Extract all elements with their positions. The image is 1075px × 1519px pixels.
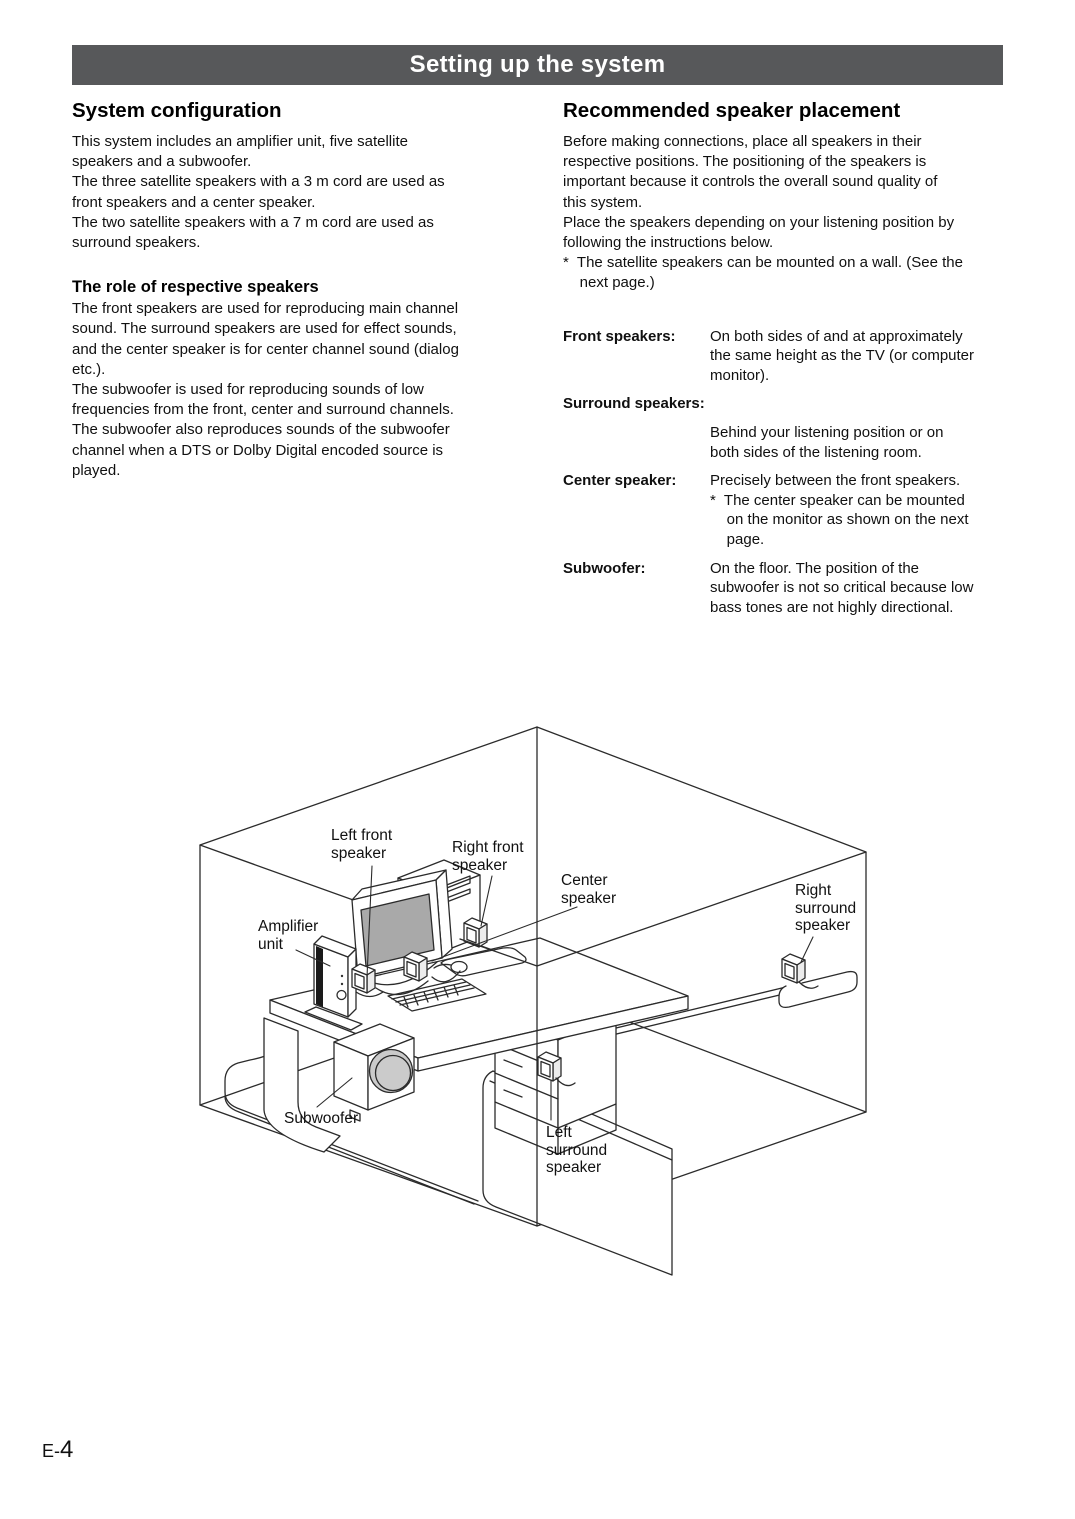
spacer-cell <box>563 423 710 462</box>
right-front-speaker <box>463 917 488 948</box>
section-title: Setting up the system <box>409 51 666 78</box>
mouse <box>451 962 467 973</box>
label-right-front-speaker: Right front speaker <box>452 839 524 874</box>
subwoofer <box>334 1024 414 1121</box>
right-surround-cord-hook <box>799 982 818 988</box>
left-surround-cord-hook <box>556 1078 575 1086</box>
keyboard <box>388 979 486 1011</box>
center-speaker <box>403 951 428 982</box>
label-leader-lines <box>296 866 813 1120</box>
room-near-edges <box>460 727 866 1226</box>
label-subwoofer: Subwoofer: <box>563 559 646 577</box>
speaker-placement-text: Before making connections, place all spe… <box>563 133 963 292</box>
room-isometric-drawing <box>0 690 1075 1370</box>
heading-system-configuration: System configuration <box>72 99 282 122</box>
left-column: System configuration This system include… <box>72 99 534 481</box>
label-right-surround-speaker: Right surround speaker <box>795 882 857 934</box>
label-center-speaker: Center speaker <box>561 872 617 907</box>
monitor-screen <box>361 894 434 966</box>
page-number: E-4 <box>42 1436 73 1464</box>
text-front-speakers: On both sides of and at approximately th… <box>710 327 975 384</box>
text-center-speaker: Precisely between the front speakers. * … <box>710 472 969 548</box>
left-front-speaker <box>351 963 376 994</box>
right-column: Recommended speaker placement Before mak… <box>563 99 1011 617</box>
right-surround-speaker <box>781 953 806 984</box>
speaker-placement-diagram <box>0 690 1075 1370</box>
section-title-bar: Setting up the system <box>72 45 1003 85</box>
desk-left-leg <box>264 1018 340 1152</box>
text-surround-speakers: Behind your listening position or on bot… <box>710 424 944 461</box>
label-center-speaker: Center speaker: <box>563 472 677 490</box>
heading-role-of-speakers: The role of respective speakers <box>72 278 319 297</box>
system-configuration-text: This system includes an amplifier unit, … <box>72 133 445 252</box>
label-left-front-speaker: Left front speaker <box>331 827 393 862</box>
desk-cords <box>356 971 460 997</box>
page-number-prefix: E- <box>42 1441 60 1461</box>
text-subwoofer: On the floor. The position of the subwoo… <box>710 559 974 616</box>
page-number-value: 4 <box>60 1436 74 1463</box>
computer-monitor <box>352 870 452 985</box>
left-surround-speaker <box>537 1051 562 1082</box>
role-of-speakers-text: The front speakers are used for reproduc… <box>72 300 459 479</box>
label-left-surround-speaker: Left surround speaker <box>546 1124 608 1176</box>
placement-definition-list: Front speakers: On both sides of and at … <box>563 327 1011 618</box>
label-amplifier-unit: Amplifier unit <box>258 918 319 953</box>
label-surround-speakers: Surround speakers: <box>563 395 705 413</box>
label-front-speakers: Front speakers: <box>563 327 676 345</box>
label-subwoofer: Subwoofer <box>284 1110 359 1127</box>
heading-speaker-placement: Recommended speaker placement <box>563 99 901 122</box>
